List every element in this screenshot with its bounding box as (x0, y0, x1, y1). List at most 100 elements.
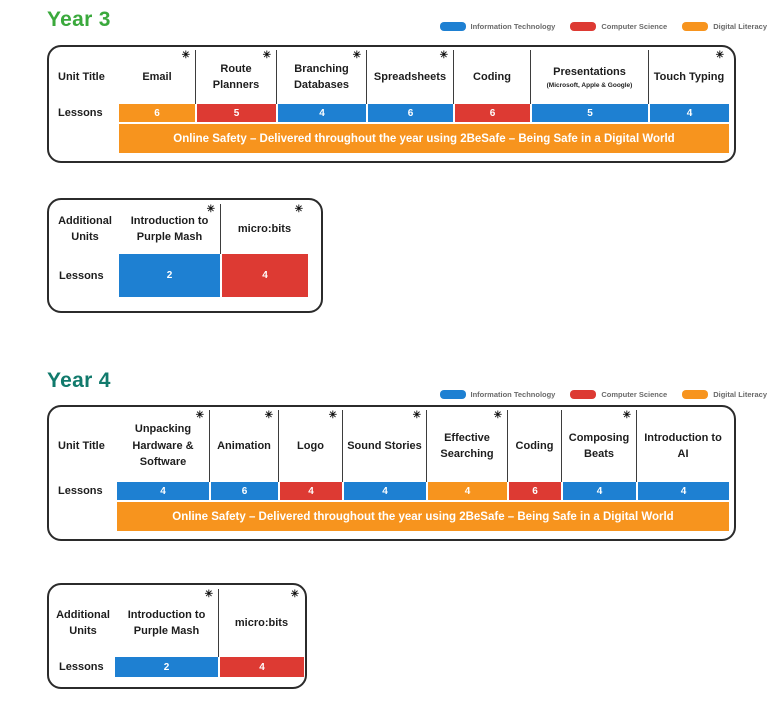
digital-literacy-swatch (682, 390, 709, 399)
unit-header-microbits: ✳ micro:bits (218, 589, 304, 657)
lessons-cell: 4 (278, 482, 342, 500)
lessons-cell: 5 (530, 104, 648, 122)
unit-subtitle: (Microsoft, Apple & Google) (546, 81, 633, 89)
asterisk-icon: ✳ (352, 50, 361, 61)
lessons-cell: 4 (561, 482, 636, 500)
lessons-cell: 4 (218, 657, 304, 677)
lessons-cell: 2 (119, 254, 220, 297)
asterisk-icon: ✳ (294, 204, 303, 215)
computer-science-swatch (570, 390, 597, 399)
unit-header-logo: ✳ Logo (278, 410, 342, 482)
unit-title-label: Unit Title (58, 70, 105, 83)
lessons-cell: 6 (119, 104, 195, 122)
unit-title: Coding (473, 70, 511, 83)
unit-header-introduction-to-ai: Introduction to AI (636, 410, 729, 482)
year3-heading: Year 3 (47, 8, 111, 31)
digital-literacy-swatch (682, 22, 709, 31)
unit-title-header: Unit Title (50, 410, 117, 482)
unit-title: Effective Searching (440, 431, 494, 461)
asterisk-icon: ✳ (493, 410, 502, 421)
lessons-row-label: Lessons (59, 269, 104, 282)
unit-title: Introduction to Purple Mash (130, 214, 209, 244)
year4-units-table: Unit Title ✳ Unpacking Hardware & Softwa… (47, 405, 736, 541)
asterisk-icon: ✳ (181, 50, 190, 61)
unit-title: Branching Databases (293, 62, 350, 92)
asterisk-icon: ✳ (328, 410, 337, 421)
online-safety-banner: Online Safety – Delivered throughout the… (117, 502, 729, 531)
legend-label: Computer Science (601, 390, 668, 399)
unit-header-effective-searching: ✳ Effective Searching (426, 410, 507, 482)
lessons-cell: 4 (648, 104, 729, 122)
unit-header-coding: Coding (453, 50, 530, 104)
unit-title: Spreadsheets (373, 70, 447, 83)
unit-title: micro:bits (237, 222, 292, 235)
unit-header-route-planners: ✳ Route Planners (195, 50, 276, 104)
unit-header-coding: Coding (507, 410, 561, 482)
year4-legend: Information Technology Computer Science … (439, 390, 767, 399)
unit-header-unpacking-hardware-software: ✳ Unpacking Hardware & Software (117, 410, 209, 482)
year4-heading: Year 4 (47, 369, 111, 392)
asterisk-icon: ✳ (195, 410, 204, 421)
legend-label: Information Technology (470, 22, 556, 31)
unit-header-email: ✳ Email (119, 50, 195, 104)
additional-units-label: Additional Units (56, 608, 110, 638)
computer-science-swatch (570, 22, 597, 31)
unit-title-label: Unit Title (58, 439, 105, 452)
asterisk-icon: ✳ (264, 410, 273, 421)
lessons-cell: 4 (220, 254, 308, 297)
legend-item-digital-literacy: Digital Literacy (682, 390, 767, 399)
asterisk-icon: ✳ (206, 204, 215, 215)
unit-title: Unpacking Hardware & Software (132, 423, 194, 469)
unit-title: Animation (217, 439, 271, 452)
unit-title-header: Unit Title (50, 50, 119, 104)
lessons-cell: 6 (507, 482, 561, 500)
lessons-cell: 5 (195, 104, 276, 122)
legend-item-information-technology: Information Technology (439, 22, 556, 31)
legend-item-computer-science: Computer Science (570, 390, 667, 399)
additional-units-header: Additional Units (51, 589, 115, 657)
unit-header-purple-mash: ✳ Introduction to Purple Mash (115, 589, 218, 657)
year3-legend: Information Technology Computer Science … (439, 22, 767, 31)
additional-units-header: Additional Units (51, 204, 119, 254)
asterisk-icon: ✳ (715, 50, 724, 61)
lessons-cell: 4 (342, 482, 426, 500)
lessons-cell: 2 (115, 657, 218, 677)
asterisk-icon: ✳ (204, 589, 213, 600)
legend-item-digital-literacy: Digital Literacy (682, 22, 767, 31)
lessons-cell: 6 (209, 482, 278, 500)
unit-title: Presentations (553, 66, 626, 79)
year4-additional-units-table: Additional Units ✳ Introduction to Purpl… (47, 583, 307, 689)
lessons-cell: 4 (276, 104, 366, 122)
lessons-cell: 6 (453, 104, 530, 122)
lessons-row-label: Lessons (59, 661, 104, 673)
legend-label: Information Technology (470, 390, 556, 399)
asterisk-icon: ✳ (439, 50, 448, 61)
legend-label: Computer Science (601, 22, 668, 31)
unit-header-microbits: ✳ micro:bits (220, 204, 308, 254)
unit-title: Sound Stories (347, 439, 422, 452)
unit-header-animation: ✳ Animation (209, 410, 278, 482)
unit-title: Coding (515, 439, 554, 452)
unit-title: micro:bits (234, 616, 289, 629)
unit-title: Composing Beats (568, 431, 630, 461)
asterisk-icon: ✳ (622, 410, 631, 421)
lessons-row-label: Lessons (58, 107, 103, 119)
unit-header-touch-typing: ✳ Touch Typing (648, 50, 729, 104)
unit-header-presentations: Presentations (Microsoft, Apple & Google… (530, 50, 648, 104)
unit-title: Logo (297, 439, 324, 452)
unit-header-sound-stories: ✳ Sound Stories (342, 410, 426, 482)
lessons-cell: 6 (366, 104, 453, 122)
unit-header-purple-mash: ✳ Introduction to Purple Mash (119, 204, 220, 254)
lessons-row-label: Lessons (58, 485, 103, 497)
unit-header-composing-beats: ✳ Composing Beats (561, 410, 636, 482)
unit-header-spreadsheets: ✳ Spreadsheets (366, 50, 453, 104)
unit-title: Email (142, 70, 172, 83)
information-technology-swatch (439, 22, 466, 31)
asterisk-icon: ✳ (412, 410, 421, 421)
unit-title: Touch Typing (653, 70, 725, 83)
unit-header-branching-databases: ✳ Branching Databases (276, 50, 366, 104)
online-safety-banner: Online Safety – Delivered throughout the… (119, 124, 729, 153)
legend-label: Digital Literacy (713, 22, 767, 31)
year3-units-table: Unit Title ✳ Email ✳ Route Planners ✳ Br… (47, 45, 736, 163)
